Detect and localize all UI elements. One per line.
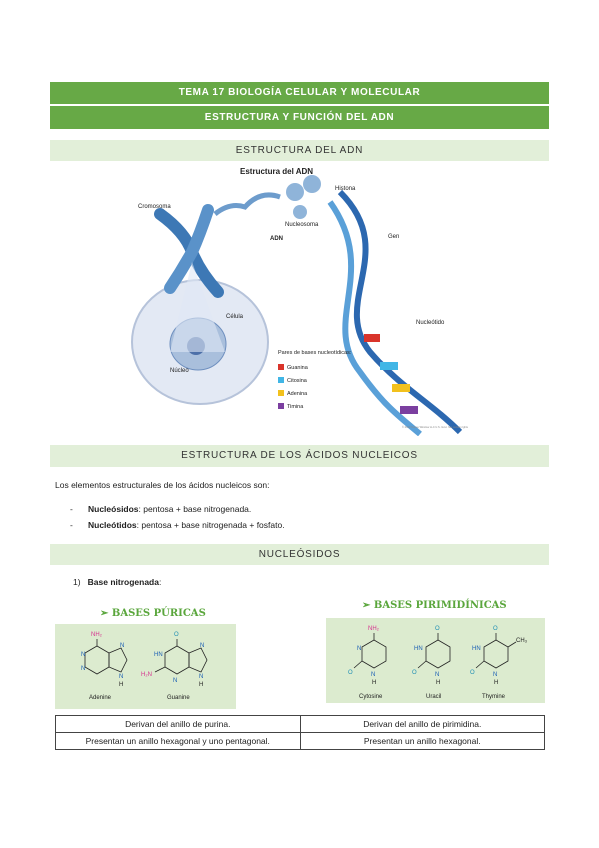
adenine-label: Adenine [89,695,112,701]
list-item: - Nucleótidos: pentosa + base nitrogenad… [70,520,285,530]
cytosine-label: Cytosine [359,694,383,700]
list-bullet: - [70,520,73,530]
document-title: TEMA 17 BIOLOGÍA CELULAR Y MOLECULAR [50,82,549,104]
document-subtitle: ESTRUCTURA Y FUNCIÓN DEL ADN [50,106,549,129]
guanine-h: H [199,682,203,688]
label-celula: Célula [226,314,244,320]
section-heading-adn-structure: ESTRUCTURA DEL ADN [50,140,549,161]
uracil-structure [417,633,451,669]
legend-swatch-citosina [278,377,284,383]
guanine-o: O [174,632,179,638]
cytosine-nh2: NH₂ [368,626,380,632]
adenine-n7: N [120,643,124,649]
list-bullet: - [70,504,73,514]
bases-comparison-table: Derivan del anillo de purina. Derivan de… [55,715,545,750]
list-term: Nucleósidos [88,504,139,514]
cytosine-structure [353,633,387,669]
label-adn: ADN [270,236,283,242]
adenine-n3: N [81,666,85,672]
pyrimidines-panel: NH₂ N N O H Cytosine O HN N O H Uracil O… [326,618,545,703]
purines-panel: NH₂ N N N N H Adenine O HN H₂N N N N H G… [55,624,236,709]
subheading-nitrogen-base: 1) Base nitrogenada: [73,577,162,587]
label-gen: Gen [388,234,399,240]
uracil-label: Uracil [426,694,441,700]
guanine-structure [154,639,208,675]
adenine-h: H [119,682,123,688]
thymine-h: H [494,680,498,686]
list-text: : pentosa + base nitrogenada + fosfato. [136,520,285,530]
section-heading-nucleic-acids: ESTRUCTURA DE LOS ÁCIDOS NUCLEICOS [50,445,549,467]
uracil-h: H [436,680,440,686]
table-cell: Presentan un anillo hexagonal y uno pent… [55,732,301,750]
table-row: Presentan un anillo hexagonal y uno pent… [55,732,545,750]
cytosine-h: H [372,680,376,686]
legend-label-guanina: Guanina [287,365,309,371]
adenine-n9: N [119,674,123,680]
table-cell: Derivan del anillo de purina. [55,715,301,733]
structural-elements-list: - Nucleósidos: pentosa + base nitrogenad… [70,504,285,536]
label-cromosoma: Cromosoma [138,204,171,210]
figure-title: Estructura del ADN [240,167,313,176]
label-nucleo: Núcleo [170,368,189,374]
legend-swatch-guanina [278,364,284,370]
label-nucleosoma: Nucleosoma [285,222,319,228]
guanine-n7: N [200,643,204,649]
guanine-n3: N [173,678,177,684]
pyrimidines-title: ➢ BASES PIRIMIDÍNICAS [362,600,507,611]
list-term: Nucleótidos [88,520,137,530]
list-text: : pentosa + base nitrogenada. [138,504,252,514]
label-histona: Histona [335,186,356,192]
thymine-label: Thymine [482,694,506,700]
purines-title: ➢ BASES PÚRICAS [100,608,206,619]
cytosine-n3: N [357,646,361,652]
table-cell: Derivan del anillo de pirimidina. [299,715,545,733]
adenine-structure [84,639,128,675]
intro-paragraph: Los elementos estructurales de los ácido… [55,480,270,490]
dna-helix-strand [337,189,463,435]
cytosine-n1: N [371,672,375,678]
subheading-number: 1) [73,577,81,587]
guanine-label: Guanine [167,695,190,701]
adenine-n1: N [81,652,85,658]
uracil-o4: O [435,626,440,632]
table-cell: Presentan un anillo hexagonal. [299,732,545,750]
thymine-hn: HN [472,646,481,652]
legend-swatch-adenina [278,390,284,396]
section-heading-nucleosides: NUCLEÓSIDOS [50,544,549,565]
cytosine-o: O [348,670,353,676]
thymine-n1: N [493,672,497,678]
legend-label-citosina: Citosina [287,378,308,384]
uracil-hn: HN [414,646,423,652]
subheading-term: Base nitrogenada [87,577,159,587]
purines-structures: NH₂ N N N N H Adenine O HN H₂N N N N H G… [81,632,208,701]
legend-label-adenina: Adenina [287,391,308,397]
legend-title: Pares de bases nucleotídicas: [278,350,352,356]
adenine-nh2: NH₂ [91,632,103,638]
uracil-o2: O [412,670,417,676]
thymine-ch3: CH₃ [516,638,528,644]
guanine-h2n: H₂N [141,672,152,678]
legend-swatch-timina [278,403,284,409]
thymine-o2: O [470,670,475,676]
thymine-o4: O [493,626,498,632]
legend-label-timina: Timina [287,404,304,410]
dna-structure-figure: Estructura del ADN Histona Cromosoma Nuc… [131,167,469,436]
table-row: Derivan del anillo de purina. Derivan de… [55,715,545,733]
list-item: - Nucleósidos: pentosa + base nitrogenad… [70,504,285,514]
label-nucleotido: Nucleótido [416,320,445,326]
thymine-structure [475,633,517,669]
figure-credit: © 2013 Terese Winslow LLC U.S. Govt. has… [402,425,469,429]
guanine-n9: N [199,674,203,680]
pyrimidines-structures: NH₂ N N O H Cytosine O HN N O H Uracil O… [348,626,528,700]
guanine-hn: HN [154,652,163,658]
uracil-n1: N [435,672,439,678]
